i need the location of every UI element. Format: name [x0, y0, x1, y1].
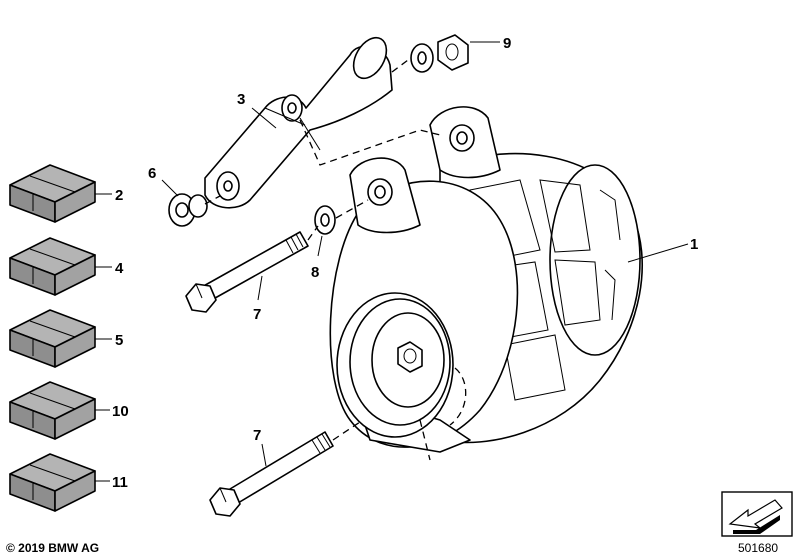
view-direction-icon [721, 491, 793, 537]
kit-box-5[interactable] [9, 309, 96, 368]
alternator[interactable] [329, 106, 643, 461]
assembly-lines [204, 59, 441, 441]
document-number: 501680 [738, 541, 779, 555]
copyright-text: © 2019 BMW AG [6, 541, 100, 555]
pulley[interactable] [336, 292, 454, 438]
callout-7-upper: 7 [253, 306, 261, 323]
callout-6: 6 [148, 165, 156, 182]
callout-11: 11 [112, 474, 128, 491]
bolt-7-lower[interactable] [209, 431, 334, 517]
bolt-7-upper[interactable] [185, 231, 309, 313]
callout-7-lower: 7 [253, 427, 261, 444]
callout-1: 1 [690, 236, 698, 253]
kit-box-10[interactable] [9, 381, 96, 440]
tension-bracket[interactable] [204, 32, 393, 209]
callout-8: 8 [311, 264, 319, 281]
callout-10: 10 [112, 403, 129, 420]
callout-9: 9 [503, 35, 511, 52]
callout-2: 2 [115, 187, 123, 204]
nut-9[interactable] [410, 34, 469, 73]
callout-4: 4 [115, 260, 124, 277]
kit-box-4[interactable] [9, 237, 96, 296]
washer-6[interactable] [168, 193, 208, 227]
washer-8[interactable] [314, 205, 336, 235]
callout-3: 3 [237, 91, 245, 108]
kit-box-11[interactable] [9, 453, 96, 512]
cooling-fins [469, 179, 621, 401]
kit-box-2[interactable] [9, 164, 96, 223]
callout-5: 5 [115, 332, 123, 349]
